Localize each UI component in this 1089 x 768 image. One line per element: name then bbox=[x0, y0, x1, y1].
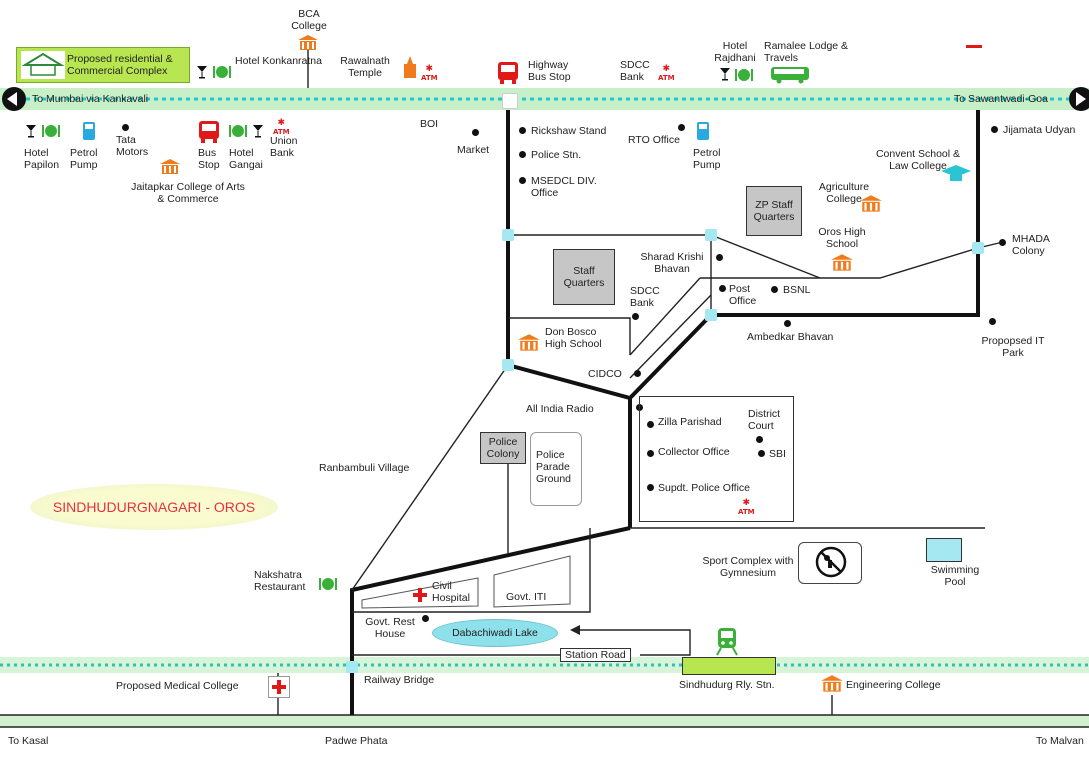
location-dot bbox=[758, 450, 765, 457]
college-icon bbox=[859, 194, 883, 219]
no-entry-sport-icon bbox=[815, 546, 847, 583]
police-colony-box: Police Colony bbox=[480, 432, 526, 464]
location-dot bbox=[647, 421, 654, 428]
highway-right-label: To Sawantwadi-Goa bbox=[954, 93, 1048, 105]
atm-icon: ✱ATM bbox=[738, 498, 755, 516]
location-dot bbox=[716, 254, 723, 261]
restaurant-icon bbox=[41, 123, 61, 144]
location-dot bbox=[122, 124, 129, 131]
staff-quarters-box: Staff Quarters bbox=[553, 249, 615, 305]
location-dot bbox=[771, 286, 778, 293]
bottom-left-label: To Kasal bbox=[8, 735, 49, 747]
red-mark-icon bbox=[966, 45, 982, 48]
sport-complex-frame bbox=[798, 542, 862, 584]
parade-ground-outline bbox=[530, 432, 582, 506]
highway-junction-node bbox=[502, 93, 518, 109]
college-icon bbox=[830, 253, 854, 278]
college-icon bbox=[517, 333, 541, 358]
highway-band bbox=[0, 88, 1089, 110]
map-title-badge: SINDHUDURGNAGARI - OROS bbox=[30, 484, 278, 530]
petrol-pump-icon bbox=[82, 120, 98, 147]
junction-node bbox=[705, 229, 717, 241]
college-icon bbox=[820, 674, 844, 699]
college-icon bbox=[159, 158, 181, 181]
petrol-pump-icon bbox=[696, 120, 712, 147]
restaurant-icon bbox=[734, 67, 754, 88]
travel-bus-icon bbox=[770, 66, 810, 89]
bar-glass-icon bbox=[252, 124, 264, 143]
train-icon bbox=[716, 627, 738, 662]
government-offices-block bbox=[639, 396, 794, 522]
bottom-center-label: Padwe Phata bbox=[325, 735, 388, 747]
location-dot bbox=[422, 615, 429, 622]
minor-roads bbox=[277, 50, 1004, 715]
bar-glass-icon bbox=[25, 124, 37, 143]
location-dot bbox=[999, 239, 1006, 246]
highway-left-label: To Mumbai via Kankavali bbox=[32, 93, 149, 105]
location-dot bbox=[634, 370, 641, 377]
location-dot bbox=[519, 151, 526, 158]
location-dot bbox=[678, 124, 685, 131]
temple-icon bbox=[401, 56, 419, 85]
bus-icon bbox=[497, 61, 519, 90]
restaurant-icon bbox=[228, 123, 248, 144]
bottom-right-label: To Malvan bbox=[1036, 735, 1084, 747]
junction-node bbox=[972, 242, 984, 254]
location-dot bbox=[472, 129, 479, 136]
atm-icon: ✱ATM bbox=[658, 64, 675, 82]
location-dot bbox=[519, 177, 526, 184]
graduation-cap-icon bbox=[940, 163, 972, 188]
location-dot bbox=[632, 313, 639, 320]
atm-icon: ✱ATM bbox=[421, 64, 438, 82]
bottom-road-band bbox=[0, 715, 1089, 727]
proposed-complex-badge: Proposed residential & Commercial Comple… bbox=[16, 47, 190, 83]
junction-node bbox=[502, 229, 514, 241]
right-arrow-icon[interactable] bbox=[1069, 87, 1089, 111]
swimming-pool-icon bbox=[926, 538, 962, 562]
restaurant-icon bbox=[318, 576, 338, 597]
bar-glass-icon bbox=[196, 65, 208, 84]
station-road-sign: Station Road bbox=[560, 648, 631, 662]
location-dot bbox=[991, 126, 998, 133]
junction-node bbox=[705, 309, 717, 321]
college-icon bbox=[297, 34, 319, 57]
location-dot bbox=[519, 127, 526, 134]
bus-icon bbox=[198, 120, 220, 149]
hospital-cross-icon bbox=[413, 588, 427, 607]
left-arrow-icon[interactable] bbox=[2, 87, 26, 111]
railway-bridge-node bbox=[346, 661, 358, 673]
junction-node bbox=[502, 359, 514, 371]
atm-icon: ✱ATM bbox=[273, 118, 290, 136]
location-dot bbox=[756, 436, 763, 443]
lake: Dabachiwadi Lake bbox=[432, 619, 558, 647]
location-dot bbox=[719, 285, 726, 292]
house-icon bbox=[21, 51, 65, 79]
zp-staff-quarters-box: ZP Staff Quarters bbox=[746, 186, 802, 236]
location-dot bbox=[989, 318, 996, 325]
hospital-cross-icon bbox=[268, 676, 290, 698]
railway-band bbox=[0, 657, 1089, 673]
railway-station-platform bbox=[682, 657, 776, 675]
location-dot bbox=[647, 450, 654, 457]
location-dot bbox=[647, 484, 654, 491]
location-dot bbox=[784, 320, 791, 327]
bar-glass-icon bbox=[719, 67, 731, 86]
restaurant-icon bbox=[212, 64, 232, 85]
map-title: SINDHUDURGNAGARI - OROS bbox=[52, 499, 256, 515]
